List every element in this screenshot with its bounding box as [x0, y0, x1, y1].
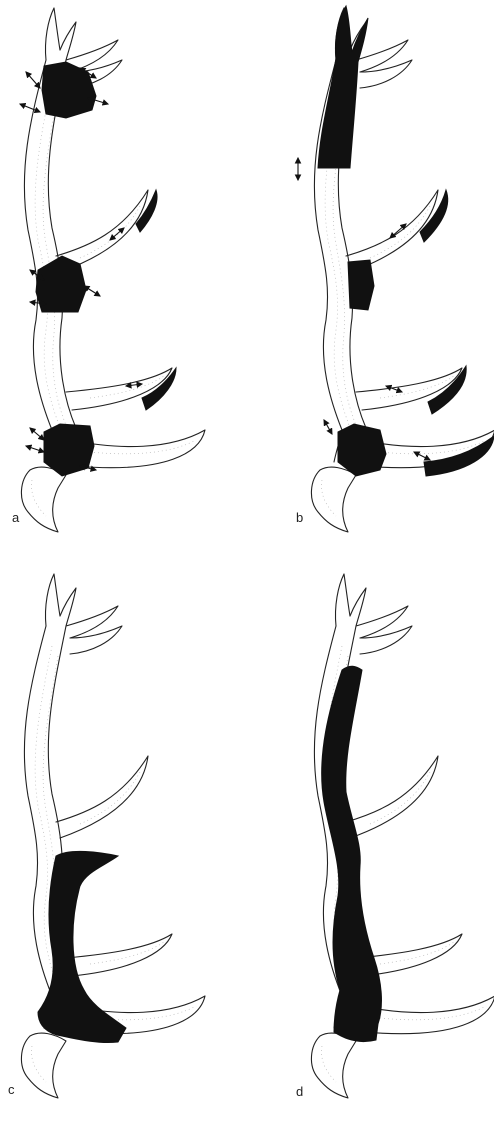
- panel-a: a: [12, 8, 205, 532]
- full-beam-region: [322, 666, 382, 1041]
- panel-label-a: a: [12, 510, 20, 525]
- panel-d: d: [296, 574, 494, 1099]
- panel-c: c: [8, 574, 205, 1098]
- brow-tine-tip: [424, 436, 494, 476]
- burr-region: [44, 424, 94, 476]
- lower-beam-region: [38, 851, 126, 1042]
- bez-tine-tip: [428, 366, 466, 414]
- panel-label-b: b: [296, 510, 303, 525]
- burr-region: [338, 424, 386, 476]
- panel-b: b: [296, 6, 494, 532]
- trez-region: [348, 260, 374, 310]
- trez-tine-tip: [420, 190, 448, 242]
- panel-label-d: d: [296, 1084, 303, 1099]
- panel-label-c: c: [8, 1082, 15, 1097]
